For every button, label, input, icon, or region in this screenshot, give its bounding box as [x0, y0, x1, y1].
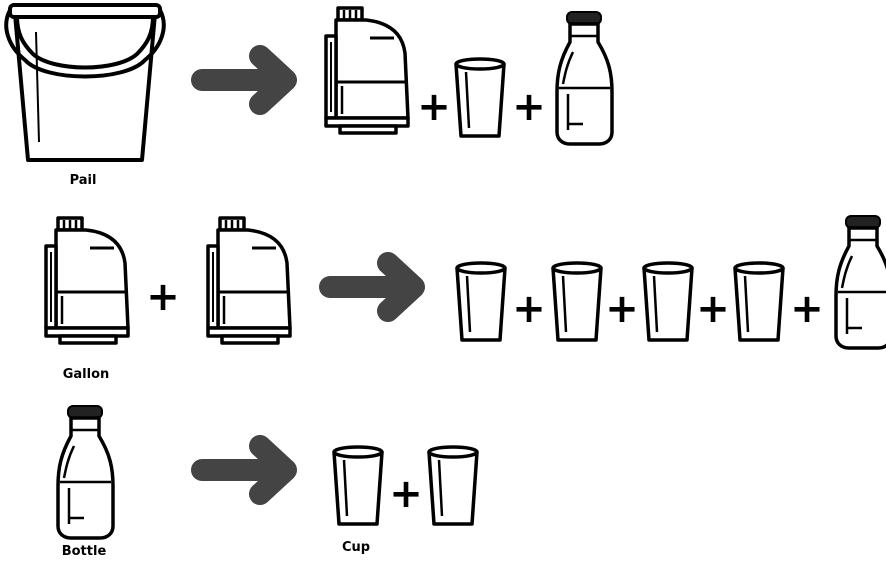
pail-icon: [4, 3, 166, 162]
gallon-label: Gallon: [63, 367, 110, 382]
cup-icon: [427, 445, 479, 526]
plus-sign: +: [146, 274, 180, 320]
equation-row-3: Bottle + Cup: [56, 404, 479, 559]
equation-row-2: + Gallon + + + +: [44, 214, 886, 382]
plus-sign: +: [605, 286, 639, 332]
pail-label: Pail: [70, 173, 97, 188]
cup-icon: [455, 261, 507, 342]
cup-label: Cup: [342, 540, 370, 555]
milk-bottle-icon: [555, 10, 614, 146]
plus-sign: +: [389, 471, 423, 517]
bottle-label: Bottle: [62, 544, 107, 559]
cup-icon: [551, 261, 603, 342]
plus-sign: +: [696, 286, 730, 332]
milk-bottle-icon: [834, 214, 886, 350]
equation-row-1: Pail + +: [4, 3, 614, 188]
gallon-jug-icon: [324, 6, 410, 135]
plus-sign: +: [790, 286, 824, 332]
gallon-jug-icon: [44, 216, 130, 345]
right-arrow-icon: [202, 56, 286, 104]
cup-icon: [733, 261, 785, 342]
right-arrow-icon: [202, 446, 286, 494]
plus-sign: +: [512, 286, 546, 332]
cup-icon: [332, 445, 384, 526]
cup-icon: [454, 57, 506, 138]
plus-sign: +: [512, 84, 546, 130]
gallon-jug-icon: [206, 216, 292, 345]
milk-bottle-icon: [56, 404, 115, 540]
plus-sign: +: [417, 84, 451, 130]
right-arrow-icon: [330, 263, 414, 311]
cup-icon: [642, 261, 694, 342]
